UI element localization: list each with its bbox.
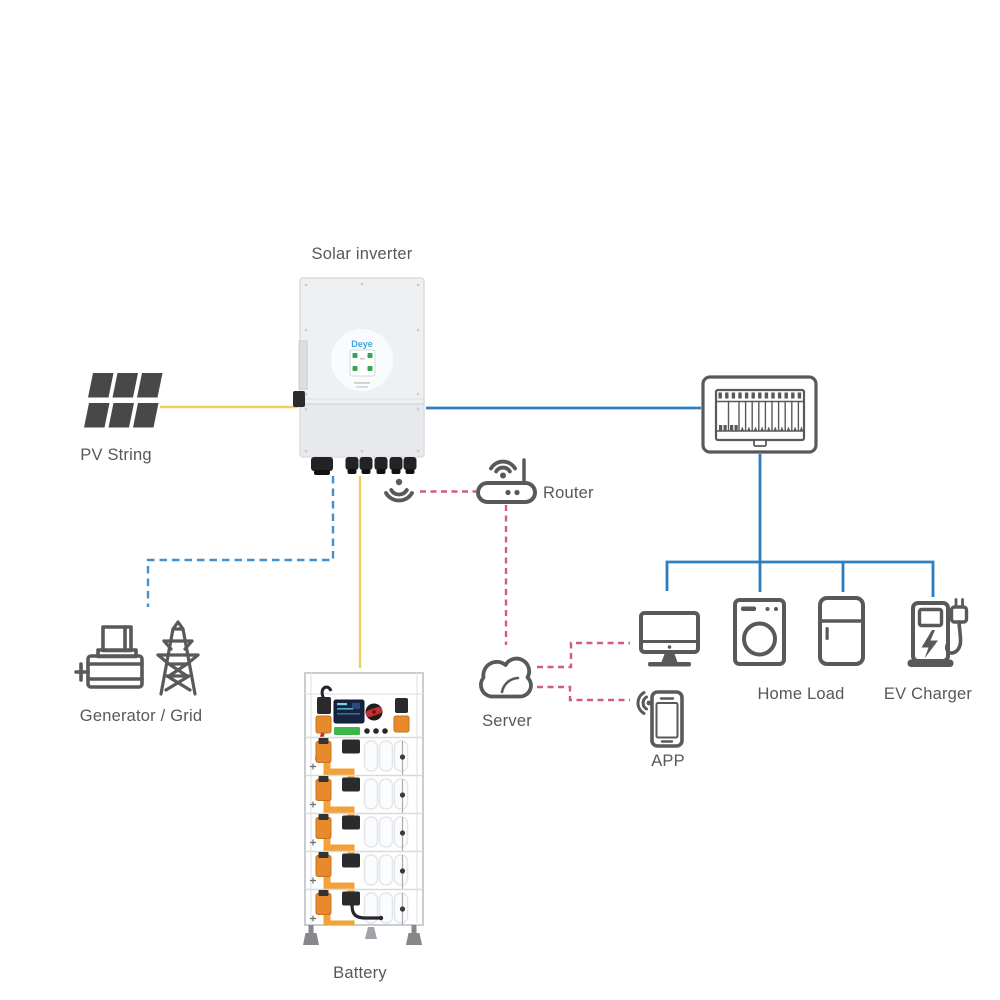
battery-label: Battery [333, 964, 387, 982]
inverter-screws [304, 282, 420, 453]
phone-wifi-dot [646, 700, 652, 706]
generator-grid-label: Generator / Grid [79, 707, 203, 725]
battery-feet [303, 925, 422, 945]
pv-string-icon [84, 373, 163, 428]
server-to-monitor-line [537, 641, 630, 669]
app-phone-icon [636, 690, 684, 748]
battery-cabinet [303, 672, 424, 945]
battery-modules [305, 738, 423, 935]
power-tower-icon [156, 620, 200, 696]
inverter-brand-text: Deye [351, 339, 373, 349]
router-icon [476, 458, 537, 504]
app-label: APP [651, 752, 685, 770]
generator-line [146, 476, 335, 607]
solar-inverter-unit: Deye [293, 277, 425, 475]
inverter-display-screen [349, 349, 376, 388]
breaker-top-ticks [718, 392, 802, 399]
connection-lines [146, 405, 935, 702]
monitor-icon [639, 611, 700, 667]
load-bus-lines [665, 454, 935, 597]
lightning-bolt-icon [921, 630, 938, 659]
washing-machine-icon [733, 598, 786, 666]
inverter-side-vent [298, 340, 308, 390]
server-cloud-icon [479, 656, 533, 699]
ev-charger-label: EV Charger [883, 685, 973, 703]
home-load-label: Home Load [757, 685, 845, 703]
battery-bms-panel [315, 685, 410, 761]
server-label: Server [482, 712, 532, 730]
server-to-app-line [537, 685, 630, 702]
ev-charger-icon [907, 598, 969, 667]
inverter-dc-input-connector [293, 391, 305, 407]
pv-string-label: PV String [80, 446, 152, 464]
distribution-box-icon [701, 375, 818, 454]
generator-icon [74, 625, 144, 689]
wifi-dongle-icon [384, 478, 414, 503]
router-label: Router [543, 484, 594, 502]
breaker-dividers [715, 400, 805, 432]
fridge-icon [818, 596, 865, 666]
inverter-bottom-connectors [311, 457, 417, 475]
breaker-switch-marks [719, 425, 804, 431]
plug-icon [949, 605, 969, 624]
solar-inverter-label: Solar inverter [311, 245, 413, 263]
